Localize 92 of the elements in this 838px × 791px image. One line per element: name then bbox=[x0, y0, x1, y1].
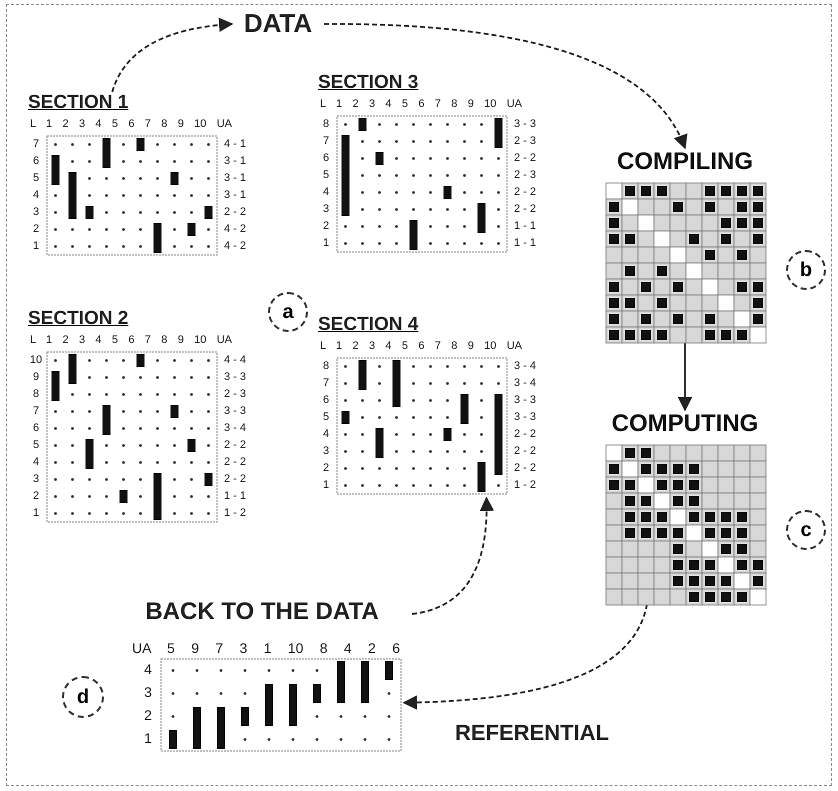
row-label: 2 bbox=[322, 220, 330, 232]
ua-value: 3 - 3 bbox=[224, 371, 246, 383]
ua-value: 2 - 2 bbox=[514, 428, 536, 440]
column-header: UA 5 9 7 3 1 10 8 4 2 6 bbox=[132, 640, 400, 656]
arrow bbox=[678, 342, 692, 412]
row-label: 3 bbox=[322, 445, 330, 457]
dashed-arrow bbox=[412, 496, 494, 615]
row-label: 1 bbox=[322, 479, 330, 491]
row-label: 4 bbox=[322, 186, 330, 198]
row-label: 8 bbox=[322, 118, 330, 130]
ua-value: 1 - 1 bbox=[514, 220, 536, 232]
ua-value: 3 - 4 bbox=[514, 360, 536, 372]
ua-value: 1 - 2 bbox=[514, 479, 536, 491]
column-header: L 1 2 3 4 5 6 7 8 9 10 UA bbox=[320, 98, 522, 110]
row-label: 1 bbox=[143, 730, 153, 746]
panel-letter: d bbox=[62, 676, 104, 718]
ua-value: 2 - 3 bbox=[224, 388, 246, 400]
step-title: COMPILING bbox=[616, 148, 754, 176]
dashed-arrow bbox=[111, 18, 234, 92]
ua-value: 2 - 2 bbox=[224, 473, 246, 485]
row-label: 4 bbox=[143, 661, 153, 677]
ua-value: 3 - 1 bbox=[224, 189, 246, 201]
row-label: 4 bbox=[32, 189, 40, 201]
row-label: 7 bbox=[32, 138, 40, 150]
row-label: 9 bbox=[32, 371, 40, 383]
section-title: SECTION 4 bbox=[318, 314, 418, 336]
column-header: L 1 2 3 4 5 6 7 8 9 10 UA bbox=[320, 340, 522, 352]
row-label: 8 bbox=[32, 388, 40, 400]
row-label: 7 bbox=[322, 377, 330, 389]
dashed-arrow bbox=[324, 23, 686, 150]
row-label: 4 bbox=[322, 428, 330, 440]
ua-value: 2 - 2 bbox=[514, 186, 536, 198]
ua-value: 3 - 1 bbox=[224, 172, 246, 184]
ua-value: 3 - 3 bbox=[514, 118, 536, 130]
ua-value: 2 - 2 bbox=[514, 462, 536, 474]
ua-value: 3 - 4 bbox=[224, 422, 246, 434]
row-label: 6 bbox=[322, 152, 330, 164]
ua-value: 2 - 3 bbox=[514, 135, 536, 147]
row-label: 4 bbox=[32, 456, 40, 468]
ua-value: 2 - 2 bbox=[224, 456, 246, 468]
ua-value: 2 - 2 bbox=[224, 206, 246, 218]
ua-value: 3 - 4 bbox=[514, 377, 536, 389]
row-label: 3 bbox=[32, 206, 40, 218]
ua-value: 2 - 2 bbox=[224, 439, 246, 451]
row-label: 6 bbox=[32, 155, 40, 167]
ua-value: 2 - 3 bbox=[514, 169, 536, 181]
ua-value: 3 - 3 bbox=[514, 394, 536, 406]
dashed-arrow bbox=[402, 604, 648, 710]
row-label: 2 bbox=[32, 223, 40, 235]
ua-value: 4 - 4 bbox=[224, 354, 246, 366]
row-label: 1 bbox=[32, 240, 40, 252]
step-label: BACK TO THE DATA bbox=[112, 598, 412, 626]
row-label: 5 bbox=[32, 439, 40, 451]
row-label: 6 bbox=[322, 394, 330, 406]
row-label: 2 bbox=[322, 462, 330, 474]
row-label: 2 bbox=[143, 707, 153, 723]
panel-letter: a bbox=[268, 292, 308, 332]
row-label: 5 bbox=[322, 411, 330, 423]
ua-value: 2 - 2 bbox=[514, 152, 536, 164]
section-title: SECTION 3 bbox=[318, 72, 418, 94]
row-label: 10 bbox=[28, 354, 44, 366]
step-label: DATA bbox=[232, 8, 324, 39]
row-label: 5 bbox=[32, 172, 40, 184]
ua-value: 4 - 2 bbox=[224, 223, 246, 235]
step-title: COMPUTING bbox=[610, 410, 760, 438]
row-label: 2 bbox=[32, 490, 40, 502]
ua-value: 3 - 3 bbox=[224, 405, 246, 417]
ua-value: 4 - 1 bbox=[224, 138, 246, 150]
row-label: 3 bbox=[143, 684, 153, 700]
row-label: 3 bbox=[32, 473, 40, 485]
row-label: 7 bbox=[32, 405, 40, 417]
row-label: 1 bbox=[322, 237, 330, 249]
ua-value: 2 - 2 bbox=[514, 445, 536, 457]
row-label: 5 bbox=[322, 169, 330, 181]
section-title: SECTION 2 bbox=[28, 308, 128, 330]
ua-value: 1 - 2 bbox=[224, 507, 246, 519]
row-label: 1 bbox=[32, 507, 40, 519]
column-header: L 1 2 3 4 5 6 7 8 9 10 UA bbox=[30, 118, 232, 130]
row-label: 7 bbox=[322, 135, 330, 147]
ua-value: 3 - 1 bbox=[224, 155, 246, 167]
ua-value: 4 - 2 bbox=[224, 240, 246, 252]
ua-value: 3 - 3 bbox=[514, 411, 536, 423]
panel-letter: c bbox=[786, 510, 826, 550]
row-label: 8 bbox=[322, 360, 330, 372]
column-header: L 1 2 3 4 5 6 7 8 9 10 UA bbox=[30, 334, 232, 346]
panel-letter: b bbox=[786, 250, 826, 290]
section-title: SECTION 1 bbox=[28, 92, 128, 114]
ua-value: 1 - 1 bbox=[514, 237, 536, 249]
row-label: 3 bbox=[322, 203, 330, 215]
ua-value: 1 - 1 bbox=[224, 490, 246, 502]
row-label: 6 bbox=[32, 422, 40, 434]
ua-value: 2 - 2 bbox=[514, 203, 536, 215]
